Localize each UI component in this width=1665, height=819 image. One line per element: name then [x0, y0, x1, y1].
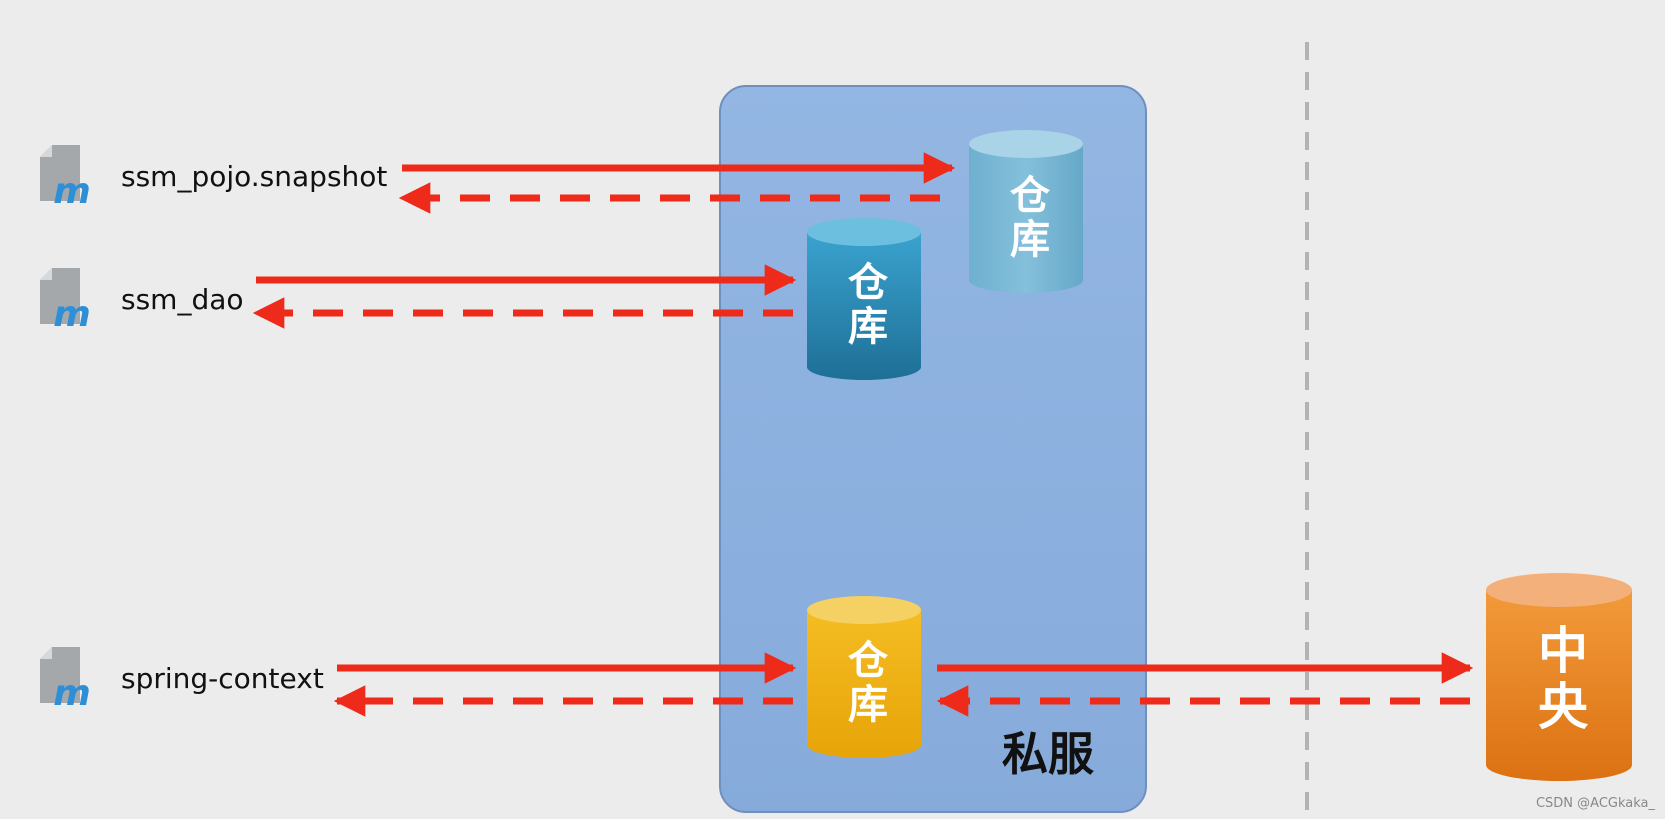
module-label: spring-context [121, 662, 324, 695]
module-label: ssm_pojo.snapshot [121, 160, 388, 193]
svg-text:m: m [53, 171, 91, 212]
release-repository: 仓库 [807, 218, 921, 380]
central-repository: 中央 [1486, 573, 1632, 781]
svg-text:m: m [53, 294, 91, 335]
module-label: ssm_dao [121, 283, 244, 316]
maven-file-icon: m [40, 145, 91, 212]
repository-label: 仓库 [841, 261, 888, 349]
maven-file-icon: m [40, 647, 91, 714]
third-party-repository: 仓库 [807, 596, 921, 758]
watermark: CSDN @ACGkaka_ [1535, 796, 1655, 811]
snapshot-repository: 仓库 [969, 130, 1083, 293]
svg-text:m: m [53, 673, 91, 714]
private-server-label: 私服 [1002, 727, 1094, 781]
central-label: 中央 [1530, 624, 1588, 736]
repository-label: 仓库 [841, 639, 888, 727]
maven-file-icon: m [40, 268, 91, 335]
repository-label: 仓库 [1003, 174, 1050, 262]
